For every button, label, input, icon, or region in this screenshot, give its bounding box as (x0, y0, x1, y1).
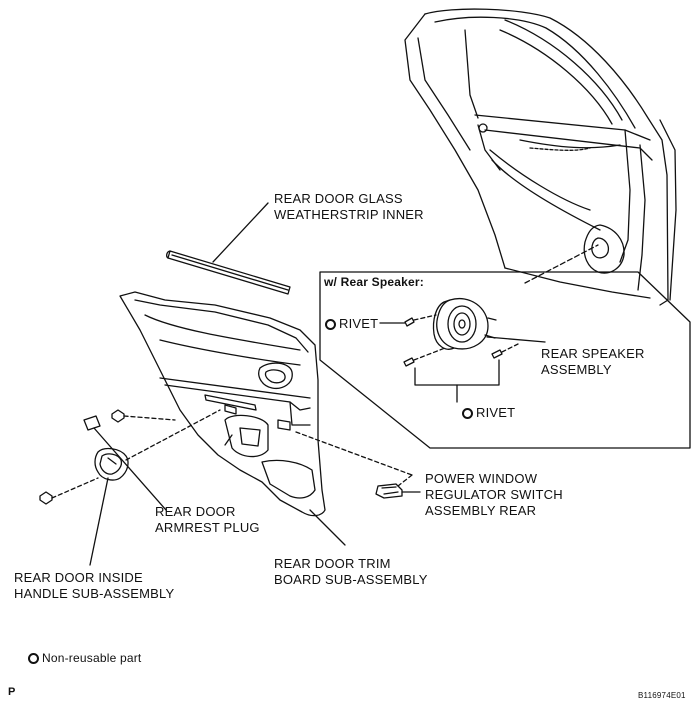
leader-trim-board (309, 509, 346, 546)
corner-mark: P (8, 686, 16, 698)
label-inside-handle-line1: REAR DOOR INSIDE (14, 570, 143, 585)
screw-lower-part (39, 491, 53, 505)
leader-armrest-plug (93, 427, 167, 511)
label-trim-board-line2: BOARD SUB-ASSEMBLY (274, 572, 428, 587)
nonreusable-ring-icon (462, 408, 473, 419)
rivet-top-part (404, 317, 415, 327)
leader-glass-weatherstrip (212, 202, 269, 263)
leader-rivet-bracket (414, 359, 500, 386)
label-trim-board-line1: REAR DOOR TRIM (274, 556, 391, 571)
label-glass-weatherstrip: REAR DOOR GLASS WEATHERSTRIP INNER (274, 191, 424, 223)
label-glass-weatherstrip-line1: REAR DOOR GLASS (274, 191, 403, 206)
nonreusable-ring-icon (325, 319, 336, 330)
label-power-window-switch: POWER WINDOW REGULATOR SWITCH ASSEMBLY R… (425, 471, 563, 519)
leader-switch-axis (295, 431, 413, 476)
leader-screw-lower-axis (51, 477, 99, 499)
label-power-window-switch-line3: ASSEMBLY REAR (425, 503, 537, 518)
rear-door-frame (404, 8, 677, 306)
armrest-plug-part (83, 415, 101, 431)
speaker-assembly-part (432, 298, 497, 350)
label-power-window-switch-line1: POWER WINDOW (425, 471, 538, 486)
leader-rivet-left-axis (413, 347, 446, 361)
screw-upper-part (111, 409, 125, 423)
door-trim-board-part (119, 291, 326, 517)
label-rivet-top-text: RIVET (339, 316, 379, 331)
legend-nonreusable: Non-reusable part (28, 650, 141, 666)
leader-screw-upper-axis (123, 415, 176, 421)
rivet-lower-right-part (491, 349, 503, 359)
label-power-window-switch-line2: REGULATOR SWITCH (425, 487, 563, 502)
label-inside-handle: REAR DOOR INSIDE HANDLE SUB-ASSEMBLY (14, 570, 174, 602)
nonreusable-ring-icon (28, 653, 39, 664)
glass-weatherstrip-part (166, 250, 291, 295)
label-speaker-assembly-line1: REAR SPEAKER (541, 346, 645, 361)
leader-rivet-top-axis (413, 314, 437, 321)
speaker-inset-box (319, 271, 691, 449)
label-rivet-bottom: RIVET (462, 405, 515, 421)
power-window-switch-part (375, 483, 403, 499)
label-trim-board: REAR DOOR TRIM BOARD SUB-ASSEMBLY (274, 556, 428, 588)
leader-inside-handle (89, 477, 109, 566)
figure-code: B116974E01 (638, 691, 686, 700)
label-armrest-plug-line1: REAR DOOR (155, 504, 236, 519)
leader-handle-axis (125, 409, 221, 461)
legend-nonreusable-text: Non-reusable part (42, 651, 142, 665)
leader-rivet-right-axis (501, 343, 519, 353)
leader-switch-axis-2 (397, 474, 413, 487)
label-speaker-assembly-line2: ASSEMBLY (541, 362, 612, 377)
label-rivet-bottom-text: RIVET (476, 405, 516, 420)
leader-speaker-assembly (486, 336, 546, 343)
speaker-box-title: w/ Rear Speaker: (324, 275, 424, 289)
label-speaker-assembly: REAR SPEAKER ASSEMBLY (541, 346, 645, 378)
label-armrest-plug: REAR DOOR ARMREST PLUG (155, 504, 260, 536)
inside-handle-part (94, 447, 129, 481)
rivet-lower-left-part (403, 357, 415, 367)
label-inside-handle-line2: HANDLE SUB-ASSEMBLY (14, 586, 175, 601)
label-rivet-top: RIVET (325, 316, 378, 332)
label-armrest-plug-line2: ARMREST PLUG (155, 520, 260, 535)
leader-speaker-location (524, 244, 599, 284)
label-glass-weatherstrip-line2: WEATHERSTRIP INNER (274, 207, 424, 222)
